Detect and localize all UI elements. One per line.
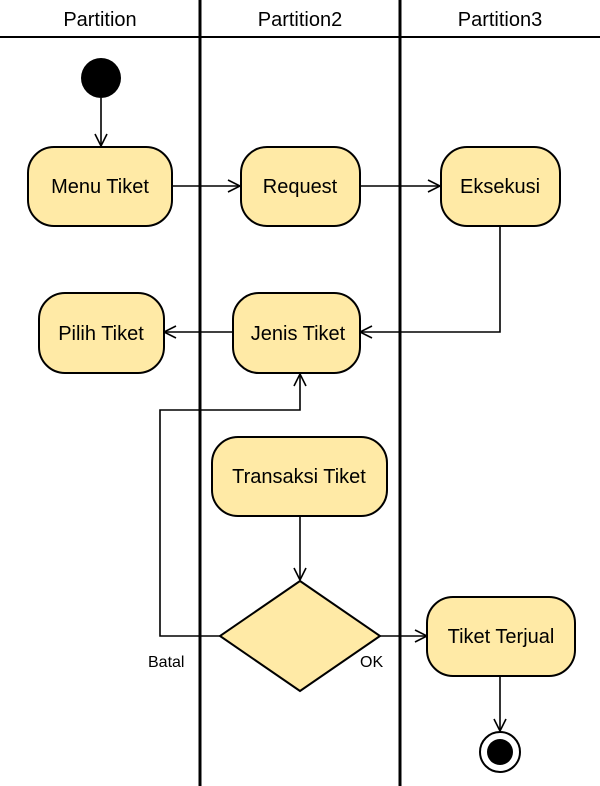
action-menu-tiket-shape [27, 146, 173, 227]
action-tiket-terjual-label: Tiket Terjual [448, 626, 555, 648]
lane-headers: Partition Partition2 Partition3 [63, 9, 542, 31]
final-node [479, 731, 521, 773]
guard-label-ok: OK [360, 654, 383, 671]
action-request: Request [240, 146, 361, 227]
final-node-core [487, 739, 513, 765]
action-eksekusi: Eksekusi [440, 146, 561, 227]
partition-1-title: Partition [63, 9, 136, 31]
action-eksekusi-shape [440, 146, 561, 227]
action-menu-tiket: Menu Tiket [27, 146, 173, 227]
partition-3-title: Partition3 [458, 9, 543, 31]
action-tiket-terjual-shape [426, 596, 576, 677]
action-pilih-tiket-label: Pilih Tiket [58, 323, 144, 345]
initial-node [81, 58, 121, 98]
action-request-label: Request [263, 176, 338, 198]
partition-2-title: Partition2 [258, 9, 343, 31]
edges [101, 98, 500, 731]
action-pilih-tiket: Pilih Tiket [38, 292, 165, 374]
action-transaksi-tiket: Transaksi Tiket [211, 436, 388, 517]
action-jenis-tiket-label: Jenis Tiket [251, 323, 346, 345]
action-request-shape [240, 146, 361, 227]
edge-eksekusi-to-jenis-tiket [360, 225, 501, 332]
action-eksekusi-label: Eksekusi [460, 176, 540, 198]
guard-label-batal: Batal [148, 654, 184, 671]
action-pilih-tiket-shape [38, 292, 165, 374]
action-tiket-terjual: Tiket Terjual [426, 596, 576, 677]
action-jenis-tiket-shape [232, 292, 361, 374]
action-transaksi-tiket-shape [211, 436, 388, 517]
action-jenis-tiket: Jenis Tiket [232, 292, 361, 374]
action-transaksi-tiket-label: Transaksi Tiket [232, 466, 366, 488]
edge-decision-batal-to-jenis-tiket [159, 374, 300, 637]
decision-node [218, 579, 382, 693]
action-menu-tiket-label: Menu Tiket [51, 176, 149, 198]
